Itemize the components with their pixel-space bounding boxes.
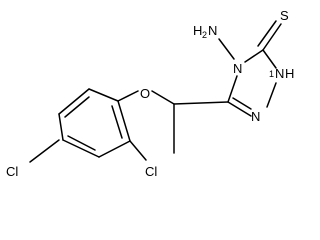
amino-n-label: N — [208, 23, 217, 38]
amino-h-label: H — [193, 23, 202, 38]
chlorine-ortho-label: Cl — [145, 164, 157, 179]
bond-n1-c5 — [262, 49, 277, 69]
chemical-structure-diagram: H 2 N N N 1 N H S O Cl Cl — [6, 8, 294, 179]
bond-c5-s — [262, 23, 282, 51]
bond-ch-o — [151, 90, 175, 105]
bond-c3-n2 — [227, 101, 252, 117]
bond-ar-c4-c5 — [58, 113, 64, 141]
bond-ar-c2-c3 — [98, 140, 131, 158]
triazole-nh-n-label: N — [275, 66, 284, 81]
bond-ar-c6-c1 — [88, 88, 119, 102]
triazole-n2-label: N — [251, 109, 260, 124]
dichlorophenyl-ring — [58, 88, 131, 158]
bond-c3-n2-double — [232, 97, 252, 110]
bond-c3-ch — [173, 101, 229, 105]
triazole-nh-h-label: H — [285, 66, 294, 81]
bond-n4-c3 — [227, 75, 238, 103]
bond-ar-inner-2 — [67, 135, 96, 151]
bond-ar-cl-para — [29, 139, 60, 163]
thione-s-label: S — [280, 8, 289, 23]
bond-ar-inner-1 — [111, 105, 123, 139]
bond-n2-n1 — [266, 82, 277, 108]
triazole-nh-prefix-label: 1 — [269, 69, 274, 79]
triazole-ring — [227, 49, 277, 117]
triazole-n4-label: N — [233, 61, 242, 76]
ethyl-linker — [151, 90, 229, 154]
chlorine-para-label: Cl — [6, 164, 18, 179]
bond-ar-c5-c6 — [58, 88, 90, 115]
bond-ar-c1-c2 — [117, 100, 131, 142]
ether-o-label: O — [140, 86, 150, 101]
thione-group — [257, 20, 282, 51]
bond-o-aryl — [117, 90, 139, 102]
amino-subscript-label: 2 — [202, 30, 207, 40]
triazole-nh-label: 1 N H — [269, 66, 294, 81]
bond-ar-c3-c4 — [62, 139, 100, 158]
bond-c5-s-double — [257, 20, 277, 47]
bond-c5-n4 — [244, 49, 264, 63]
amino-group-label: H 2 N — [193, 23, 217, 40]
bond-ar-cl-ortho — [129, 140, 147, 161]
bond-n4-amino — [218, 38, 235, 60]
bond-ar-inner-3 — [64, 96, 90, 118]
